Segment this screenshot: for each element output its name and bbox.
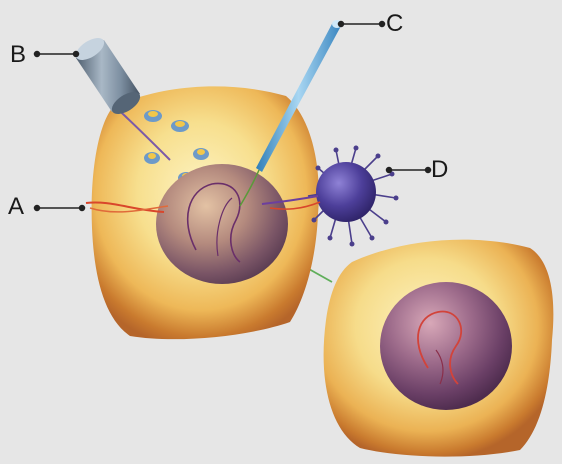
leader-dot-b (35, 52, 40, 57)
leader-dot-d (387, 168, 392, 173)
syringe-barrel-b (72, 34, 144, 119)
leader-end-c (380, 22, 385, 27)
label-c: C (386, 12, 403, 36)
particle (171, 120, 189, 132)
label-a: A (8, 195, 24, 219)
leader-dot-c (339, 22, 344, 27)
particle (193, 148, 209, 160)
daughter-cell-nucleus (380, 282, 512, 410)
leader-dot-a (35, 206, 40, 211)
host-cell-nucleus (156, 164, 288, 284)
label-d: D (431, 158, 448, 182)
label-b: B (10, 43, 26, 67)
leader-end-d (426, 168, 431, 173)
particle (144, 152, 160, 164)
leader-end-b (74, 52, 79, 57)
leader-end-a (80, 206, 85, 211)
particle (144, 110, 162, 122)
